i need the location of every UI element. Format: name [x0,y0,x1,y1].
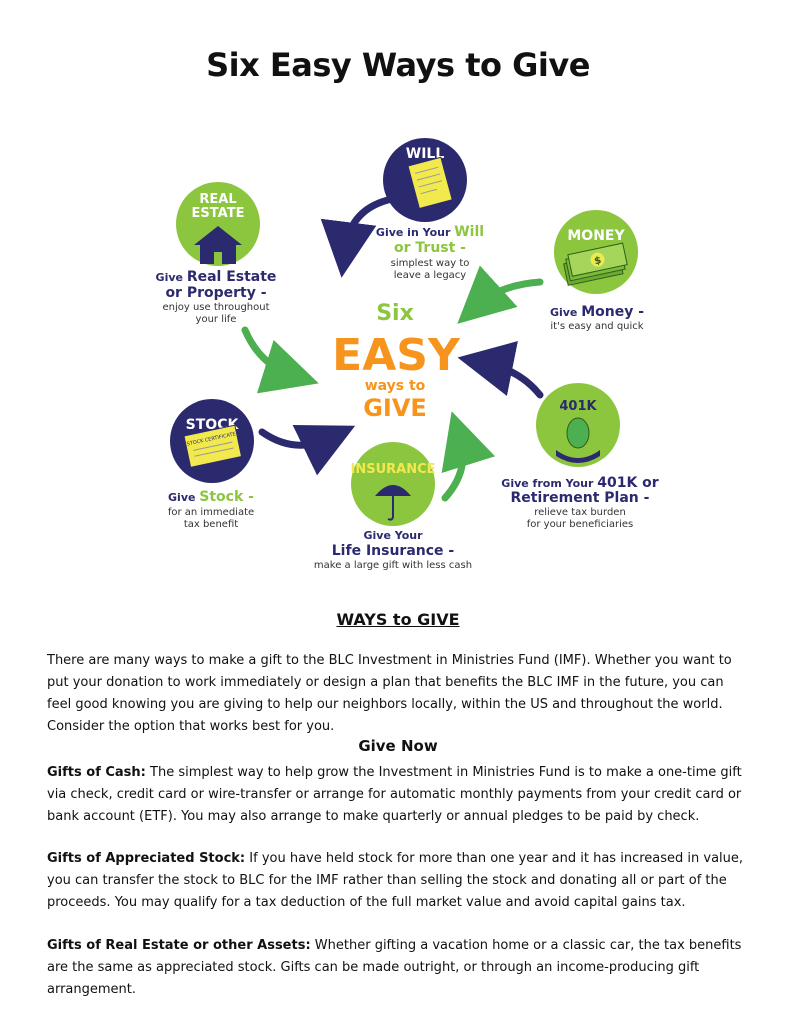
nest-egg-icon [556,417,600,463]
svg-text:Give Real Estate: Give Real Estate [156,269,277,285]
insurance-line2: Life Insurance - [332,543,455,559]
k401-sub1: relieve tax burden [534,507,626,518]
cash-icon: $ [563,242,628,286]
arrow-insurance [441,411,496,502]
intro-paragraph: There are many ways to make a gift to th… [47,653,732,734]
stock-prefix: Give [168,491,199,504]
will-badge-label: WILL [406,146,445,162]
arrow-realestate [241,326,319,394]
k401-badge-label: 401K [559,399,597,414]
realestate-line2: or Property - [165,285,266,301]
insurance-item: INSURANCE Give Your Life Insurance - mak… [314,442,472,571]
arrow-will [320,196,392,278]
realestate-line1-emph: Real Estate [187,269,277,285]
gifts-of-stock-paragraph: Gifts of Appreciated Stock: If you have … [47,848,747,914]
gifts-of-realestate-text: Whether gifting a vacation home or a cla… [47,938,742,997]
center-give: GIVE [363,394,427,422]
gifts-of-cash-paragraph: Gifts of Cash: The simplest way to help … [47,762,747,828]
k401-line1-prefix: Give from Your [501,477,597,490]
document-icon [407,156,453,210]
k401-item: 401K Give from Your 401K or Retirement P… [501,383,659,530]
money-prefix: Give [550,306,581,319]
k401-sub2: for your beneficiaries [527,519,634,530]
house-icon [194,226,242,264]
insurance-sub: make a large gift with less cash [314,560,472,571]
realestate-sub1: enjoy use throughout [162,302,269,313]
realestate-badge-line1: REAL [199,192,236,207]
center-ways-to: ways to [365,378,426,394]
money-sub: it's easy and quick [550,321,643,332]
will-sub2: leave a legacy [394,270,467,281]
center-six: Six [376,301,414,326]
svg-text:$: $ [593,255,602,267]
money-item: MONEY $ Give Money - it's easy and quick [550,210,644,332]
gifts-of-cash-text: The simplest way to help grow the Invest… [47,765,742,824]
umbrella-icon [375,485,411,521]
gifts-of-stock-text: If you have held stock for more than one… [47,851,744,910]
stock-item: STOCK STOCK CERTIFICATE Give Stock - for… [168,399,254,530]
money-badge-label: MONEY [567,228,625,244]
gifts-of-stock-label: Gifts of Appreciated Stock: [47,851,246,866]
arrow-money [457,265,544,324]
realestate-line1-prefix: Give [156,271,187,284]
svg-text:Give in Your Will: Give in Your Will [376,224,484,240]
give-now-heading: Give Now [358,737,438,755]
svg-text:Give Stock -: Give Stock - [168,489,254,505]
ways-to-give-heading: WAYS to GIVE [336,610,460,629]
will-line1-prefix: Give in Your [376,226,454,239]
stock-sub1: for an immediate [168,507,254,518]
six-ways-infographic: Six EASY ways to GIVE WILL Give in Your … [156,138,659,571]
svg-text:Give Money -: Give Money - [550,304,644,320]
realestate-sub2: your life [196,314,237,325]
page-title: Six Easy Ways to Give [206,46,590,84]
center-easy: EASY [332,330,461,381]
arrow-401k [457,341,544,399]
will-sub1: simplest way to [391,258,470,269]
stock-sub2: tax benefit [184,519,238,530]
will-item: WILL Give in Your Will or Trust - simple… [376,138,484,281]
arrow-stock [258,425,356,476]
stock-emph: Stock - [199,489,254,505]
k401-line1-emph: 401K or [597,475,659,491]
will-line2: or Trust - [394,240,466,256]
insurance-badge-circle [351,442,435,526]
gifts-of-cash-label: Gifts of Cash: [47,765,146,780]
realestate-badge-line2: ESTATE [192,206,245,221]
gifts-of-realestate-paragraph: Gifts of Real Estate or other Assets: Wh… [47,935,747,1001]
svg-text:Give from Your 401K or: Give from Your 401K or [501,475,658,491]
realestate-item: REAL ESTATE Give Real Estate or Property… [156,182,277,325]
money-emph: Money - [581,304,644,320]
stock-certificate-icon: STOCK CERTIFICATE [183,424,243,468]
insurance-badge-label: INSURANCE [350,462,435,477]
will-line1-emph: Will [454,224,484,240]
k401-line2: Retirement Plan - [511,490,650,506]
gifts-of-realestate-label: Gifts of Real Estate or other Assets: [47,938,311,953]
insurance-line1: Give Your [363,529,423,542]
